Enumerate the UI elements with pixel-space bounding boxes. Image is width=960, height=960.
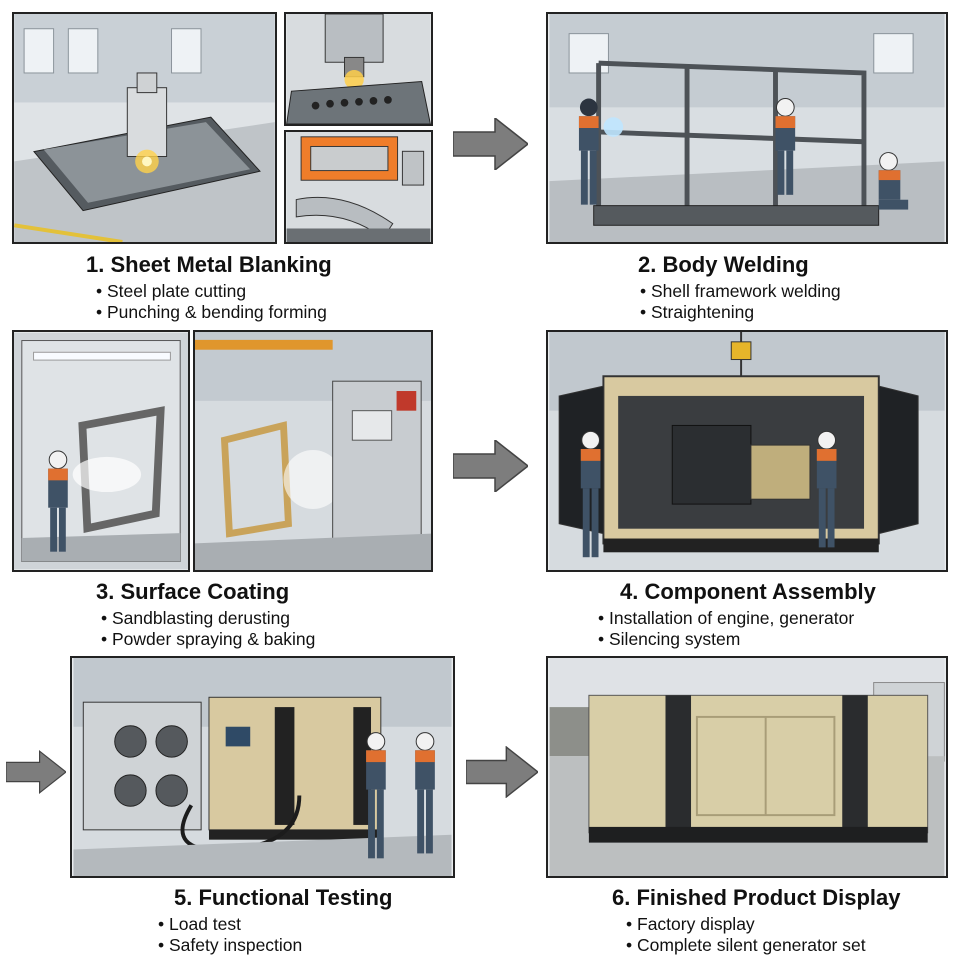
bullet-item: Steel plate cutting <box>96 281 332 302</box>
step-bullets: Factory display Complete silent generato… <box>626 914 901 956</box>
generator-assembly-illustration <box>549 332 945 570</box>
bullet-item: Powder spraying & baking <box>101 629 315 650</box>
illustration-body-welding <box>546 12 948 244</box>
arrow-right-icon <box>453 440 528 492</box>
illustration-component-assembly <box>546 330 948 572</box>
arrow-right-icon <box>466 746 538 798</box>
worker-grinder-right <box>878 152 909 210</box>
worker-welder-left <box>578 98 599 205</box>
bullet-item: Safety inspection <box>158 935 392 956</box>
bullet-item: Sandblasting derusting <box>101 608 315 629</box>
step-4-caption: 4. Component Assembly Installation of en… <box>596 580 876 650</box>
bullet-item: Installation of engine, generator <box>598 608 876 629</box>
step-bullets: Shell framework welding Straightening <box>640 281 841 323</box>
bullet-item: Factory display <box>626 914 901 935</box>
step-title: 3. Surface Coating <box>96 579 290 604</box>
worker-welder-center <box>775 98 796 195</box>
illustration-powder-baking <box>193 330 433 572</box>
step-title: 1. Sheet Metal Blanking <box>86 252 332 277</box>
worker-tester-2 <box>415 732 435 854</box>
step-6-caption: 6. Finished Product Display Factory disp… <box>612 886 901 956</box>
laser-cutting-machine-illustration <box>14 14 275 242</box>
worker-tester-1 <box>366 732 386 859</box>
step-bullets: Load test Safety inspection <box>158 914 392 956</box>
step-title: 5. Functional Testing <box>174 885 393 910</box>
worker-sprayer <box>48 450 68 552</box>
photo-finished-generator <box>546 656 948 878</box>
arrow-right-icon <box>6 749 66 795</box>
step-1-caption: 1. Sheet Metal Blanking Steel plate cutt… <box>86 253 332 323</box>
illustration-sheet-metal-cutting <box>12 12 277 244</box>
worker-inspector-left <box>580 430 601 558</box>
illustration-punching <box>284 12 433 126</box>
bullet-item: Load test <box>158 914 392 935</box>
step-bullets: Steel plate cutting Punching & bending f… <box>96 281 332 323</box>
punching-machine-illustration <box>286 14 431 124</box>
press-brake-illustration <box>286 132 431 242</box>
load-test-illustration <box>73 658 452 876</box>
step-bullets: Installation of engine, generator Silenc… <box>598 608 876 650</box>
bullet-item: Straightening <box>640 302 841 323</box>
illustration-functional-testing <box>70 656 455 878</box>
step-3-caption: 3. Surface Coating Sandblasting derustin… <box>96 580 315 650</box>
bullet-item: Punching & bending forming <box>96 302 332 323</box>
step-title: 4. Component Assembly <box>620 579 876 604</box>
powder-oven-illustration <box>195 332 431 570</box>
step-5-caption: 5. Functional Testing Load test Safety i… <box>150 886 392 956</box>
bullet-item: Shell framework welding <box>640 281 841 302</box>
welding-frame-illustration <box>549 14 945 242</box>
step-bullets: Sandblasting derusting Powder spraying &… <box>101 608 315 650</box>
arrow-right-icon <box>453 118 528 170</box>
worker-mechanic-right <box>816 430 837 548</box>
step-title: 6. Finished Product Display <box>612 885 901 910</box>
bullet-item: Complete silent generator set <box>626 935 901 956</box>
illustration-bending <box>284 130 433 244</box>
step-title: 2. Body Welding <box>638 252 809 277</box>
step-2-caption: 2. Body Welding Shell framework welding … <box>632 253 841 323</box>
bullet-item: Silencing system <box>598 629 876 650</box>
illustration-sandblasting-booth <box>12 330 190 572</box>
spray-booth-illustration <box>14 332 188 570</box>
silent-generator-photo <box>549 658 945 876</box>
